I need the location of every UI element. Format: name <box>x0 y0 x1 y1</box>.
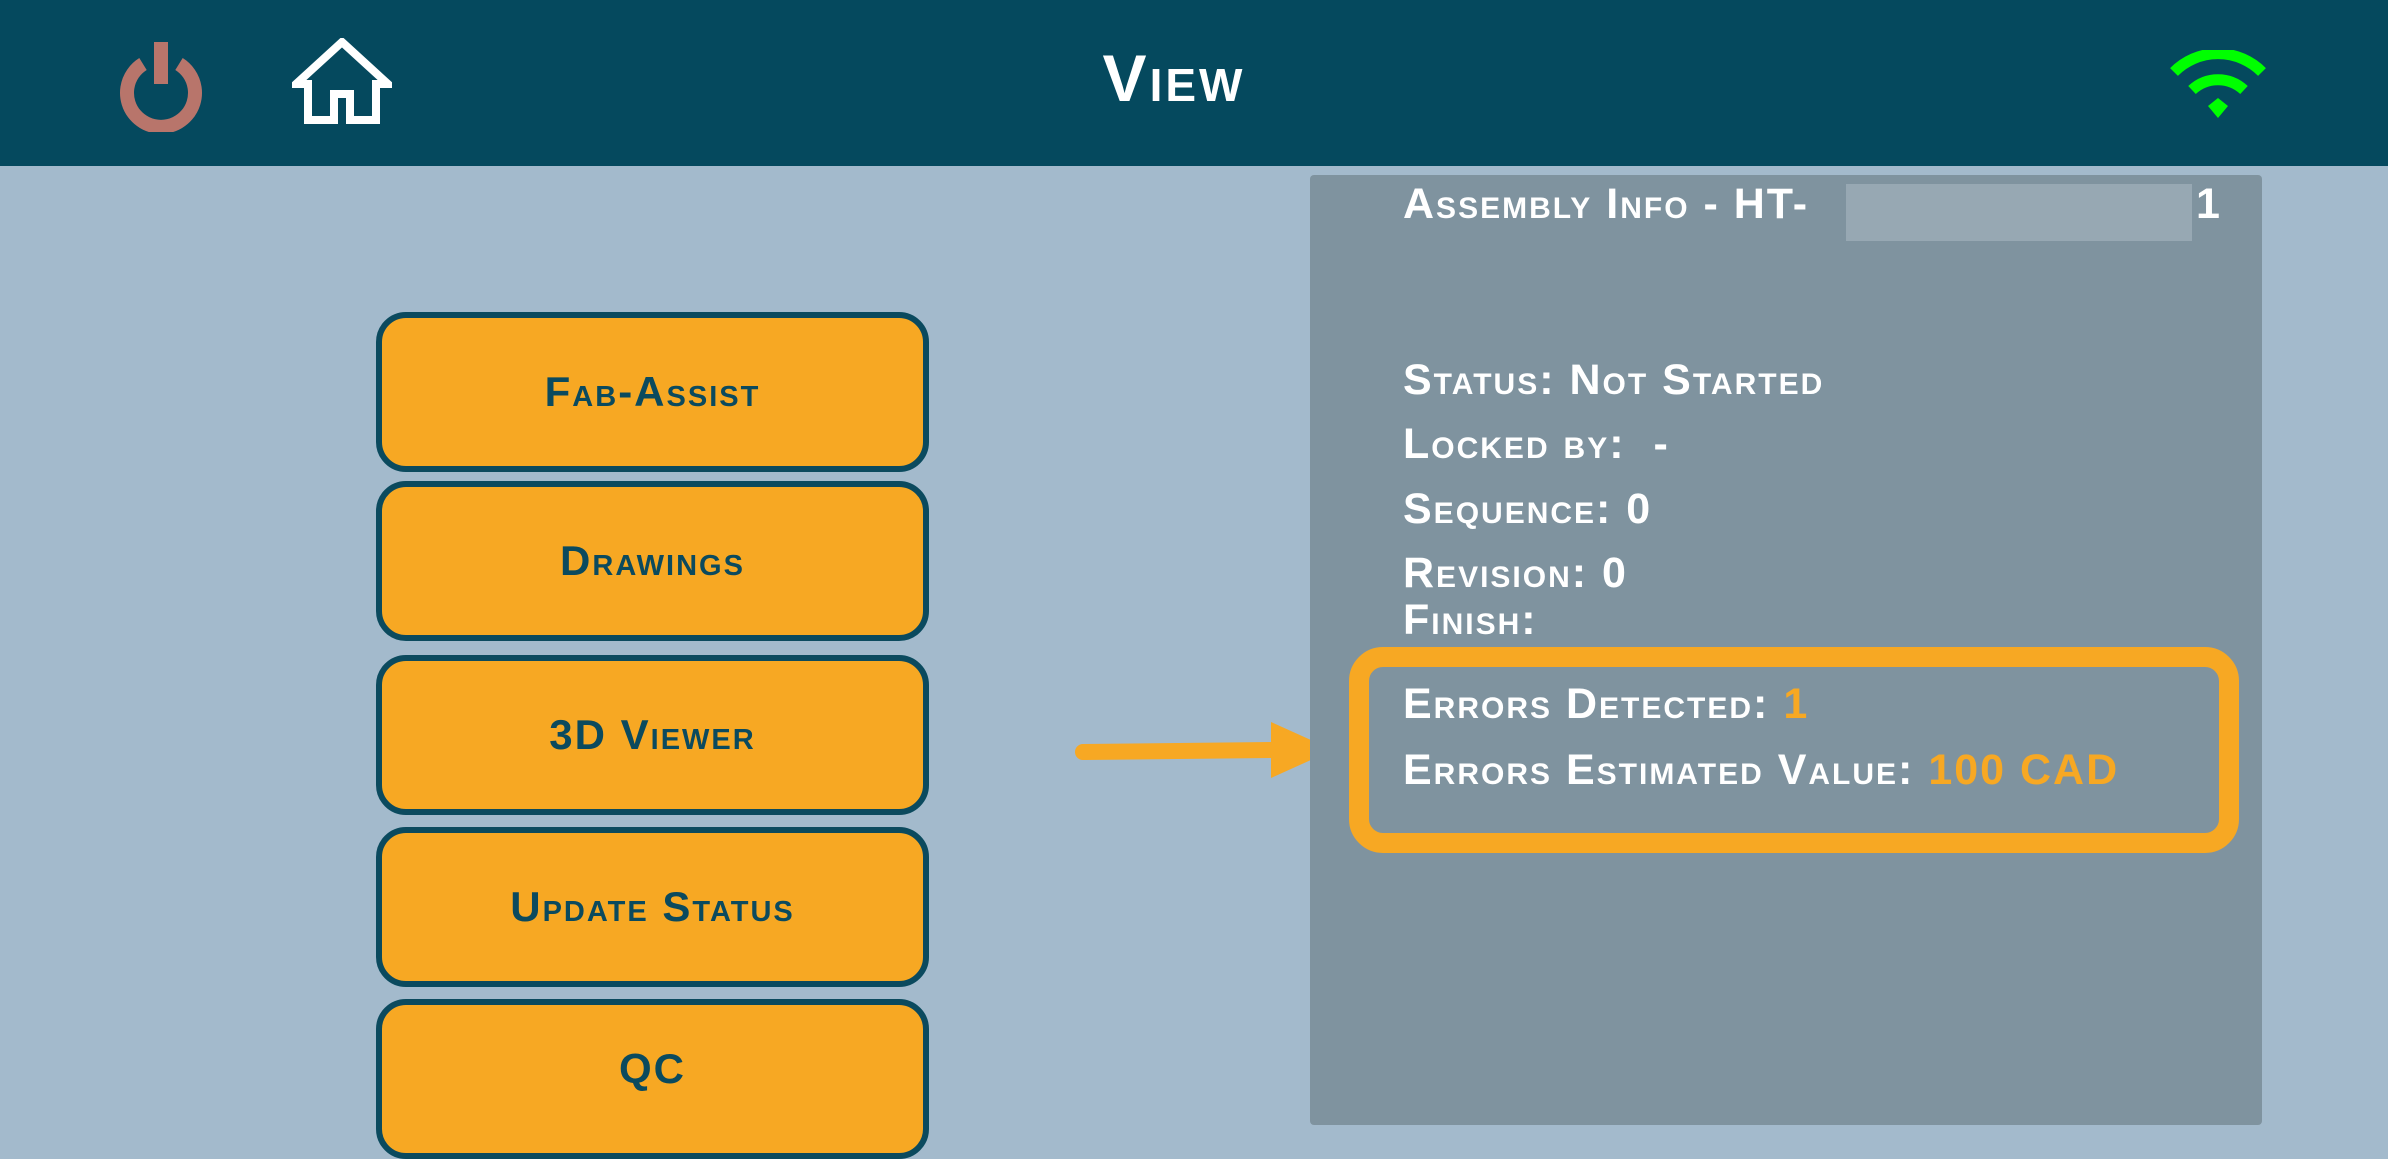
button-label: QC <box>619 1045 686 1092</box>
top-bar: View <box>0 0 2388 166</box>
arrow-icon <box>1075 718 1337 787</box>
drawings-button[interactable]: Drawings <box>376 481 929 641</box>
finish-text: Finish: <box>1403 596 1538 644</box>
update-status-button[interactable]: Update Status <box>376 827 929 987</box>
redaction-box <box>1846 184 2192 241</box>
button-label: Drawings <box>560 537 745 584</box>
3d-viewer-button[interactable]: 3D Viewer <box>376 655 929 815</box>
qc-button[interactable]: QC <box>376 999 929 1159</box>
button-label: Fab-Assist <box>544 368 761 415</box>
status-text: Status: Not Started <box>1403 356 1825 404</box>
errors-value-label: Errors Estimated Value: <box>1403 746 1915 794</box>
button-label: 3D Viewer <box>549 711 756 758</box>
sequence-text: Sequence: 0 <box>1403 485 1653 533</box>
errors-detected: Errors Detected: 1 <box>1403 680 1809 729</box>
errors-value-amount: 100 CAD <box>1928 746 2120 794</box>
button-label: Update Status <box>510 883 795 930</box>
title-prefix: Assembly Info - HT- <box>1403 180 1810 228</box>
revision-text: Revision: 0 <box>1403 549 1628 597</box>
errors-detected-label: Errors Detected: <box>1403 680 1770 728</box>
fab-assist-button[interactable]: Fab-Assist <box>376 312 929 472</box>
errors-estimated-value: Errors Estimated Value: 100 CAD <box>1403 746 2119 795</box>
title-suffix: 1 <box>2196 180 2222 228</box>
wifi-icon <box>2170 48 2266 125</box>
power-icon[interactable] <box>118 42 204 137</box>
locked-by-text: Locked by: - <box>1403 420 1670 468</box>
errors-highlight-box <box>1349 647 2239 853</box>
page-title: View <box>1102 41 1246 115</box>
home-icon[interactable] <box>285 36 399 129</box>
errors-detected-value: 1 <box>1783 680 1810 728</box>
